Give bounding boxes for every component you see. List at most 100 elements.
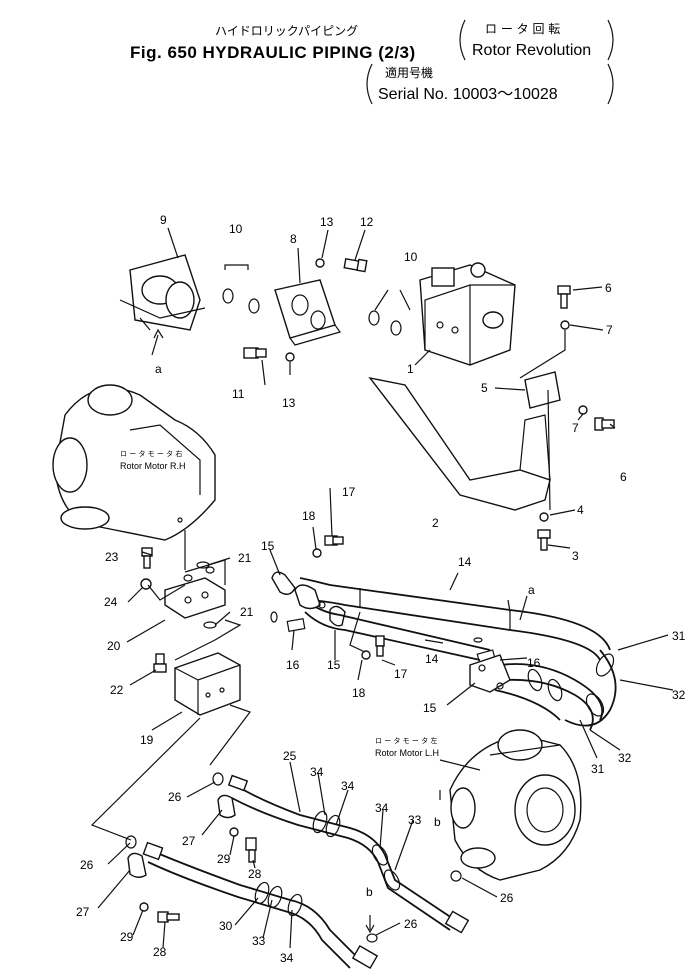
callout-19: 19: [140, 733, 154, 747]
o-ring-part-10: [248, 298, 260, 314]
callout-9: 9: [160, 213, 167, 227]
figure-title: Fig. 650 HYDRAULIC PIPING (2/3): [130, 43, 416, 62]
callout-28: 28: [248, 867, 262, 881]
callout-26: 26: [404, 917, 418, 931]
bracket-open-icon: [366, 63, 373, 105]
callout-18: 18: [302, 509, 316, 523]
qualifier-text: Rotor Revolution: [472, 42, 591, 59]
callout-34: 34: [310, 765, 324, 779]
callout-10: 10: [404, 250, 418, 264]
routing-line: [174, 619, 242, 661]
serial-japanese: 適用号機: [385, 65, 433, 80]
bolt-part-3: [537, 529, 551, 551]
callout-31: 31: [672, 629, 686, 643]
callout-34: 34: [280, 951, 294, 965]
callout-24: 24: [104, 595, 118, 609]
callout-6: 6: [605, 281, 612, 295]
callout-30: 30: [219, 919, 233, 933]
valve-block-part-1: [419, 262, 516, 366]
callout-b: b: [366, 885, 373, 899]
callout-1: 1: [407, 362, 414, 376]
o-ring-part-10: [368, 310, 380, 326]
bolt-part-6: [557, 285, 571, 309]
callout-32: 32: [618, 751, 632, 765]
hose-fitting: [294, 584, 321, 610]
callout-23: 23: [105, 550, 119, 564]
callout-14: 14: [458, 555, 472, 569]
callout-6: 6: [620, 470, 627, 484]
rotor-motor-right: ロ ー タ モ ー タ 右 Rotor Motor R.H: [52, 384, 216, 541]
callout-21: 21: [238, 551, 252, 565]
callout-12: 12: [360, 215, 374, 229]
callout-29: 29: [120, 930, 134, 944]
callout-29: 29: [217, 852, 231, 866]
tube-part-25: [227, 774, 470, 934]
callout-2: 2: [432, 516, 439, 530]
washer-part-18: [361, 650, 371, 660]
callout-34: 34: [375, 801, 389, 815]
fitting-bolt-hole: [478, 664, 486, 672]
bracket-open-icon: [459, 19, 466, 61]
o-ring-part-26: [212, 772, 224, 786]
routing-line: [209, 704, 251, 766]
callout-21: 21: [240, 605, 254, 619]
arrow-down-icon: [365, 924, 375, 934]
callout-a: a: [528, 583, 535, 597]
washer-part-29: [229, 827, 239, 837]
o-ring-part-26: [125, 835, 137, 849]
callout-33: 33: [408, 813, 422, 827]
routing-line: [519, 330, 566, 379]
callout-26: 26: [168, 790, 182, 804]
bolt-part-6: [594, 417, 615, 431]
hose-part-14: [299, 577, 611, 661]
o-ring-part-26: [366, 933, 378, 943]
callout-b: b: [434, 815, 441, 829]
callout-16: 16: [527, 656, 541, 670]
callout-34: 34: [341, 779, 355, 793]
manifold-plate-part-20: [164, 566, 226, 619]
washer-part-13: [315, 258, 325, 268]
callout-15: 15: [327, 658, 341, 672]
split-flange-part-15: [329, 605, 346, 627]
o-ring-part-16: [286, 617, 306, 633]
callout-26: 26: [500, 891, 514, 905]
callout-13: 13: [282, 396, 296, 410]
callout-16: 16: [286, 658, 300, 672]
callout-15: 15: [261, 539, 275, 553]
o-ring-part-10: [222, 288, 234, 304]
rotor-motor-lh-label: Rotor Motor L.H: [375, 748, 439, 758]
o-ring-part-10: [390, 320, 402, 336]
washer-part-7: [578, 405, 588, 415]
qualifier-japanese: ロ ー タ 回 転: [485, 22, 560, 36]
callout-17: 17: [394, 667, 408, 681]
washer-part-7: [560, 320, 570, 330]
fitting-bolt-hole: [318, 601, 326, 609]
callout-27: 27: [182, 834, 196, 848]
callout-11: 11: [232, 387, 245, 401]
bracket-line: [374, 289, 411, 311]
bolt-part-28: [245, 837, 257, 863]
o-ring: [270, 611, 278, 623]
rotor-motor-rh-label-jp: ロ ー タ モ ー タ 右: [120, 449, 182, 458]
split-flange-part-27: [127, 852, 147, 878]
part-drawings: ロ ー タ モ ー タ 右 Rotor Motor R.H: [52, 254, 617, 970]
callout-20: 20: [107, 639, 121, 653]
bolt-part-11: [243, 347, 267, 359]
arrow-line: [151, 334, 159, 356]
callout-13: 13: [320, 215, 334, 229]
leader-lines: [97, 227, 674, 949]
washer-part-18: [312, 548, 322, 558]
bracket-close-icon: [607, 19, 614, 61]
routing-line: [147, 584, 186, 601]
bolt-part-23: [141, 547, 153, 569]
title-japanese: ハイドロリックパイピング: [215, 24, 358, 38]
bolt-part-17: [324, 535, 344, 546]
callout-4: 4: [577, 503, 584, 517]
serial-range: Serial No. 10003～10028: [378, 86, 558, 103]
rotor-motor-lh-label-jp: ロ ー タ モ ー タ 左: [375, 736, 437, 745]
washer-part-4: [539, 512, 549, 522]
callout-7: 7: [572, 421, 579, 435]
bolt-part-28: [157, 911, 180, 923]
o-ring: [473, 637, 483, 643]
diagram-header: ハイドロリックパイピング Fig. 650 HYDRAULIC PIPING (…: [130, 19, 614, 105]
